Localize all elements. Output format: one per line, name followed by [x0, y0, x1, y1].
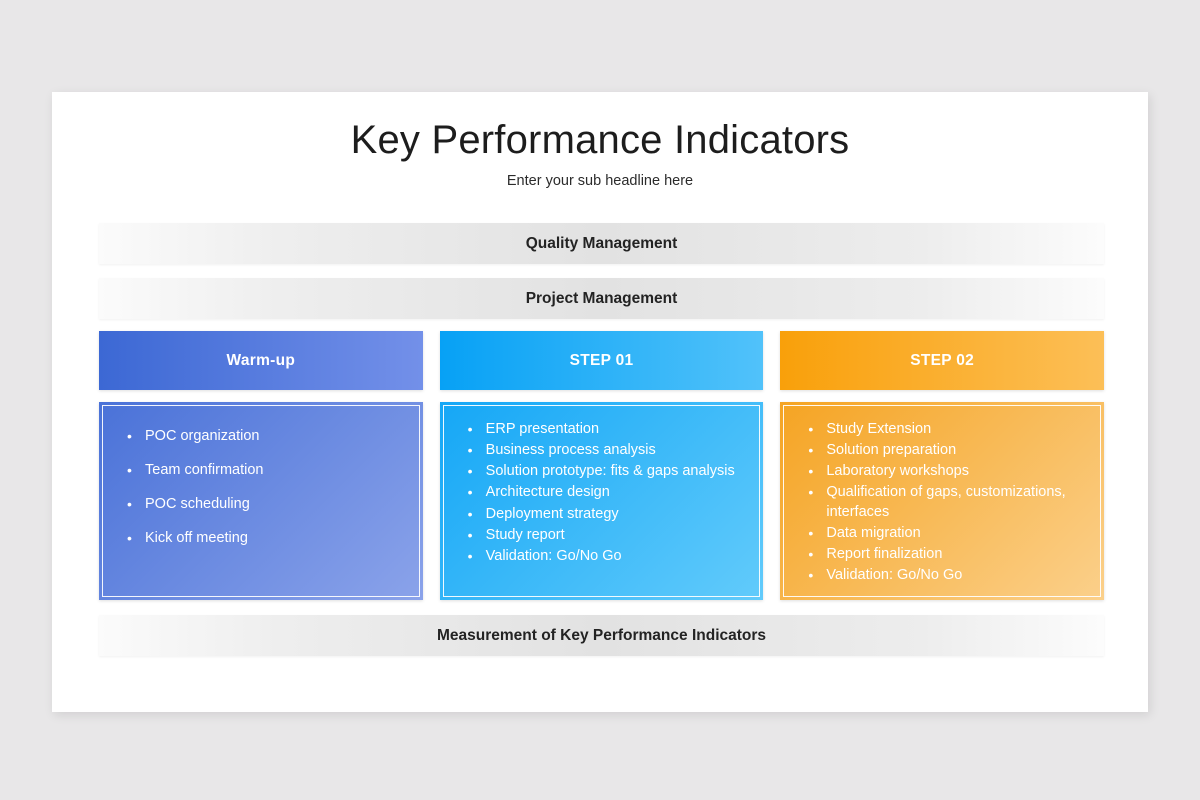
slide-card: Key Performance Indicators Enter your su…: [52, 92, 1148, 712]
column-step-02-body: Study Extension Solution preparation Lab…: [780, 402, 1105, 600]
column-step-01: STEP 01 ERP presentation Business proces…: [439, 331, 764, 600]
step-02-list: Study Extension Solution preparation Lab…: [798, 420, 1086, 587]
phase-columns: Warm-up POC organization Team confirmati…: [99, 331, 1105, 600]
list-item: Study Extension: [798, 420, 1086, 439]
list-item: POC scheduling: [117, 495, 405, 514]
list-item: ERP presentation: [458, 420, 746, 439]
page-subtitle: Enter your sub headline here: [506, 173, 694, 189]
page-title: Key Performance Indicators: [350, 118, 850, 162]
step-01-list: ERP presentation Business process analys…: [458, 420, 746, 568]
list-item: Solution prototype: fits & gaps analysis: [458, 462, 746, 481]
list-item: Validation: Go/No Go: [798, 566, 1086, 585]
column-step-02-title: STEP 02: [910, 351, 975, 369]
bar-measurement-kpi: Measurement of Key Performance Indicator…: [99, 615, 1104, 656]
column-step-01-title: STEP 01: [569, 351, 634, 369]
bar-measurement-kpi-label: Measurement of Key Performance Indicator…: [436, 626, 767, 644]
bar-project-management: Project Management: [99, 278, 1104, 319]
list-item: POC organization: [117, 427, 405, 446]
list-item: Validation: Go/No Go: [458, 547, 746, 566]
bar-quality-management: Quality Management: [99, 223, 1104, 264]
column-warm-up-header: Warm-up: [99, 331, 423, 390]
bar-quality-management-label: Quality Management: [525, 234, 678, 252]
column-step-01-header: STEP 01: [439, 331, 764, 390]
list-item: Study report: [458, 526, 746, 545]
column-warm-up-body: POC organization Team confirmation POC s…: [99, 402, 423, 600]
list-item: Report finalization: [798, 545, 1086, 564]
column-warm-up-title: Warm-up: [226, 351, 296, 369]
list-item: Architecture design: [458, 483, 746, 502]
list-item: Solution preparation: [798, 441, 1086, 460]
list-item: Qualification of gaps, customizations, i…: [798, 483, 1086, 521]
list-item: Laboratory workshops: [798, 462, 1086, 481]
warm-up-list: POC organization Team confirmation POC s…: [117, 420, 405, 564]
column-step-02-header: STEP 02: [780, 331, 1105, 390]
list-item: Deployment strategy: [458, 505, 746, 524]
list-item: Business process analysis: [458, 441, 746, 460]
column-step-02: STEP 02 Study Extension Solution prepara…: [780, 331, 1105, 600]
bar-project-management-label: Project Management: [525, 289, 678, 307]
list-item: Data migration: [798, 524, 1086, 543]
list-item: Kick off meeting: [117, 529, 405, 548]
column-warm-up: Warm-up POC organization Team confirmati…: [99, 331, 423, 600]
list-item: Team confirmation: [117, 461, 405, 480]
column-step-01-body: ERP presentation Business process analys…: [439, 402, 764, 600]
